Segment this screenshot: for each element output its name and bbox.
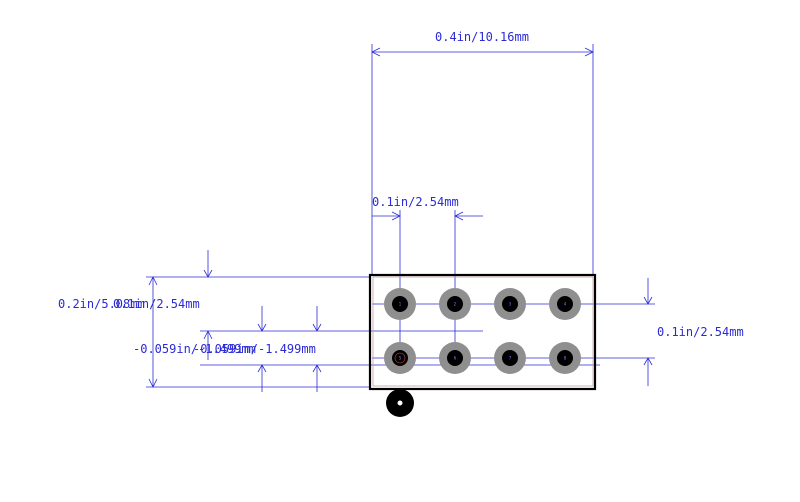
pad-5: 5 [384, 342, 416, 374]
svg-text:3: 3 [509, 302, 512, 307]
height-dimension: 0.2in/5.08mm [58, 276, 370, 388]
svg-text:2: 2 [454, 302, 457, 307]
pitch-vertical-right-label: 0.1in/2.54mm [657, 325, 744, 339]
pad-4: 4 [549, 288, 581, 320]
svg-text:8: 8 [564, 356, 567, 361]
pad-3: 3 [494, 288, 526, 320]
pad-8: 8 [549, 342, 581, 374]
svg-text:5: 5 [399, 356, 402, 361]
width-label: 0.4in/10.16mm [435, 30, 529, 44]
width-dimension: 0.4in/10.16mm [371, 30, 594, 275]
pad-1: 1 [384, 288, 416, 320]
pad-2: 2 [439, 288, 471, 320]
offset-right-label: -0.059in/-1.499mm [193, 342, 316, 356]
pitch-vertical-left-label: 0.1in/2.54mm [113, 297, 200, 311]
courtyard-outline [372, 276, 594, 387]
offset-left-label: -0.059in/-1.499mm [133, 342, 256, 356]
body-outline [368, 273, 597, 391]
pitch-horizontal-dimension: 0.1in/2.54mm [372, 195, 483, 362]
offset-dimension: -0.059in/-1.499mm -0.059in/-1.499mm [133, 306, 600, 392]
svg-text:1: 1 [399, 302, 402, 307]
pitch-vertical-right-dimension: 0.1in/2.54mm [565, 278, 744, 386]
svg-text:7: 7 [509, 356, 512, 361]
pad-7: 7 [494, 342, 526, 374]
svg-text:6: 6 [454, 356, 457, 361]
pitch-vertical-left-dimension: 0.1in/2.54mm [113, 250, 213, 311]
pin1-marker-icon [386, 389, 414, 417]
pad-6: 6 [439, 342, 471, 374]
pitch-horizontal-label: 0.1in/2.54mm [372, 195, 459, 209]
height-label: 0.2in/5.08mm [58, 297, 145, 311]
svg-text:4: 4 [564, 302, 567, 307]
